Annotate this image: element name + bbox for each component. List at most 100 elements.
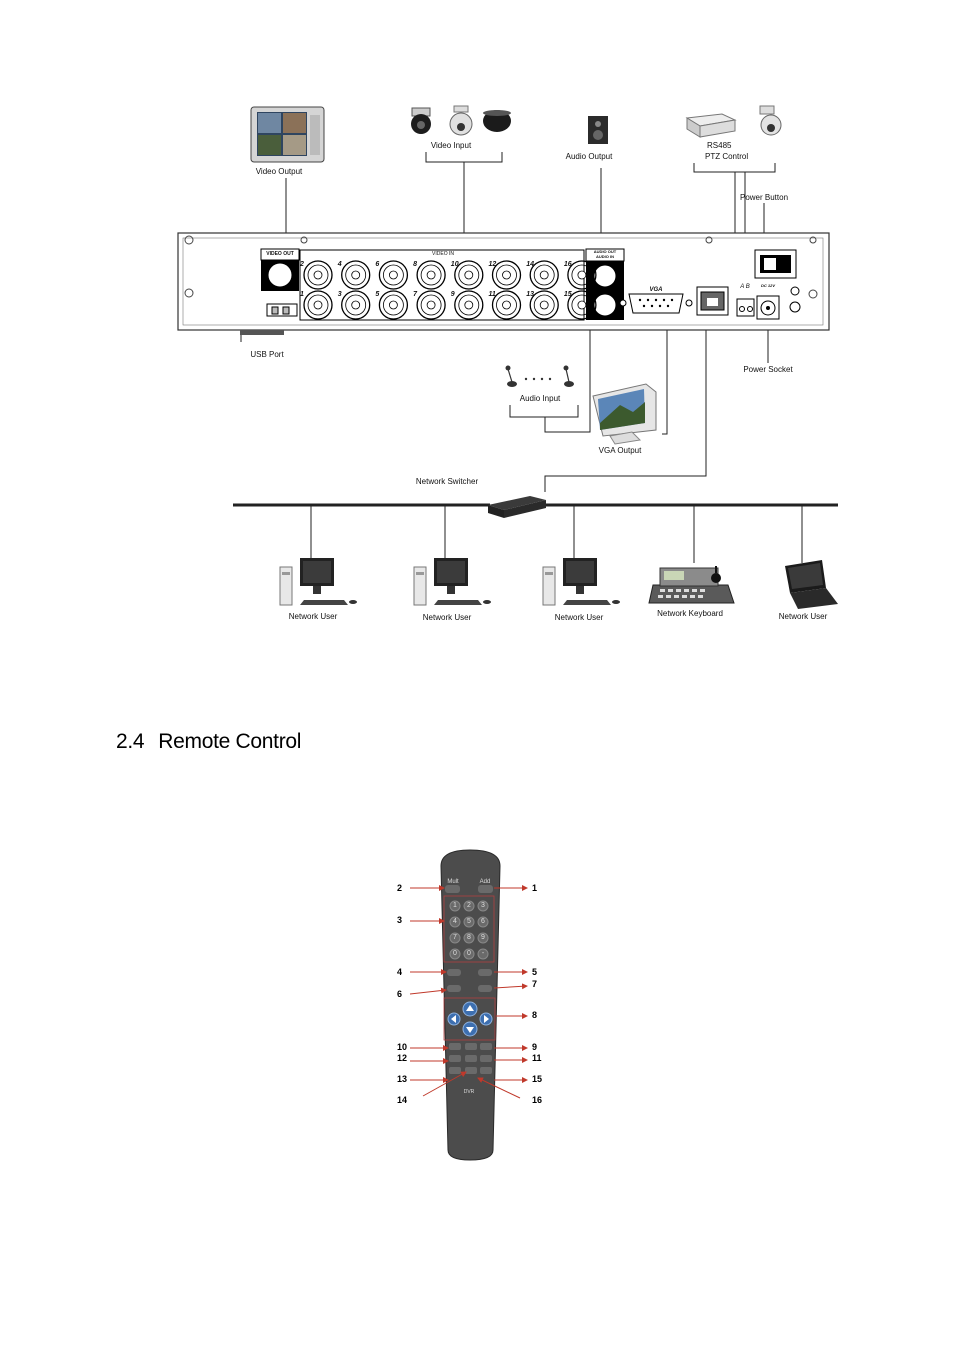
bnc-connector [454,260,484,290]
bnc-connector [464,270,474,280]
bnc-connector [416,260,446,290]
bnc-connector [571,264,593,286]
bnc-connector [426,270,436,280]
bnc-connector [388,270,398,280]
remote-key-mult: Mult [447,879,459,885]
label-network-user-laptop: Network User [778,612,828,621]
bnc-connector [533,294,555,316]
remote-callout-6: 6 [397,989,403,999]
remote-keypad-button [463,948,475,960]
bnc-connector [458,294,480,316]
remote-callout-16: 16 [532,1095,543,1105]
bnc-connector [388,300,398,310]
bnc-label-top: 16 [563,261,572,268]
remote-key-dvr: DVR [463,1089,475,1095]
bnc-label-bottom: 7 [413,291,417,298]
remote-callout-5: 5 [532,967,538,977]
bnc-connector [577,300,587,310]
bnc-connector [539,300,549,310]
remote-keypad-label: 9 [481,934,485,941]
speaker-icon [588,116,608,144]
microphone-icons [505,365,574,387]
remote-keypad-button [449,948,461,960]
remote-keypad-button [477,900,489,912]
bnc-connector [491,260,522,290]
rs485-ptz-icons [685,105,782,138]
label-power-socket: Power Socket [743,365,793,374]
bnc-label-top: 10 [450,261,459,268]
bnc-connector [529,260,559,290]
remote-callout-7: 7 [532,979,538,989]
bnc-connector [571,294,593,316]
label-video-input: Video Input [430,141,472,150]
bnc-label-bottom: 1 [300,291,304,298]
bnc-label-top: 6 [375,261,380,268]
bnc-label-bottom: 9 [450,291,455,298]
section-number: 2.4 [116,730,145,753]
monitor-icon [250,106,325,163]
remote-callout-8: 8 [532,1010,538,1020]
bnc-connector [345,264,367,286]
remote-keypad-label: 8 [467,934,471,941]
bnc-connector [416,290,446,320]
bnc-connector [313,270,323,280]
network-keyboard-icon [648,566,735,604]
bnc-connector [533,264,555,286]
bnc-connector [378,260,409,290]
panel-label-audio-out: AUDIO OUT [593,249,617,254]
remote-callout-3: 3 [397,915,403,925]
bnc-connector [458,264,480,286]
bnc-connector [382,294,404,316]
bnc-label-top: 2 [300,261,304,268]
bnc-label-bottom: 11 [488,291,496,298]
bnc-connector [464,300,474,310]
remote-keypad-button [477,948,489,960]
remote-keypad-label: - [481,950,485,957]
bnc-label-bottom: 15 [563,291,572,298]
label-rs485: RS485 [707,141,732,150]
bnc-connector [567,290,597,320]
camera-icons [411,105,511,136]
label-network-user: Network User [288,612,338,621]
label-network-keyboard: Network Keyboard [657,609,723,618]
remote-callout-10: 10 [397,1042,408,1052]
label-video-output: Video Output [255,167,303,176]
bnc-connector [577,270,587,280]
remote-callout-12: 12 [397,1053,408,1063]
panel-label-video-out: VIDEO OUT [266,251,294,257]
label-usb-port: USB Port [250,350,284,359]
bnc-label-top: 12 [488,261,497,268]
bnc-connector [303,260,333,290]
computer-icon [279,558,357,606]
section-title: Remote Control [158,730,302,753]
bnc-label-bottom: 13 [526,291,534,298]
panel-label-vga: VGA [649,287,663,293]
bnc-connector [420,264,442,286]
bnc-label-top: 14 [526,261,534,268]
remote-keypad-label: 7 [453,934,457,941]
bnc-connector [454,290,484,320]
bnc-connectors [303,260,597,320]
remote-keypad-button [463,932,475,944]
remote-callout-2: 2 [397,883,403,893]
bnc-connector [341,260,371,290]
remote-keypad-button [449,900,461,912]
computer-icon [542,558,620,606]
remote-callout-13: 13 [397,1074,408,1084]
remote-keypad-label: 2 [467,902,471,909]
remote-keypad-button [477,916,489,928]
remote-keypad-label: 5 [467,918,471,925]
remote-callout-9: 9 [532,1042,538,1052]
remote-callout-1: 1 [532,883,538,893]
remote-callout-arrows [409,885,528,1099]
bnc-connector [567,260,597,290]
remote-callout-15: 15 [532,1074,543,1084]
remote-keypad-button [477,932,489,944]
vga-monitor-icon [592,383,657,445]
remote-callout-11: 11 [532,1053,542,1063]
dvr-rear-panel [177,232,830,335]
bnc-connector [529,290,559,320]
label-network-user: Network User [554,613,604,622]
section-heading: 2.4 Remote Control [116,730,315,754]
